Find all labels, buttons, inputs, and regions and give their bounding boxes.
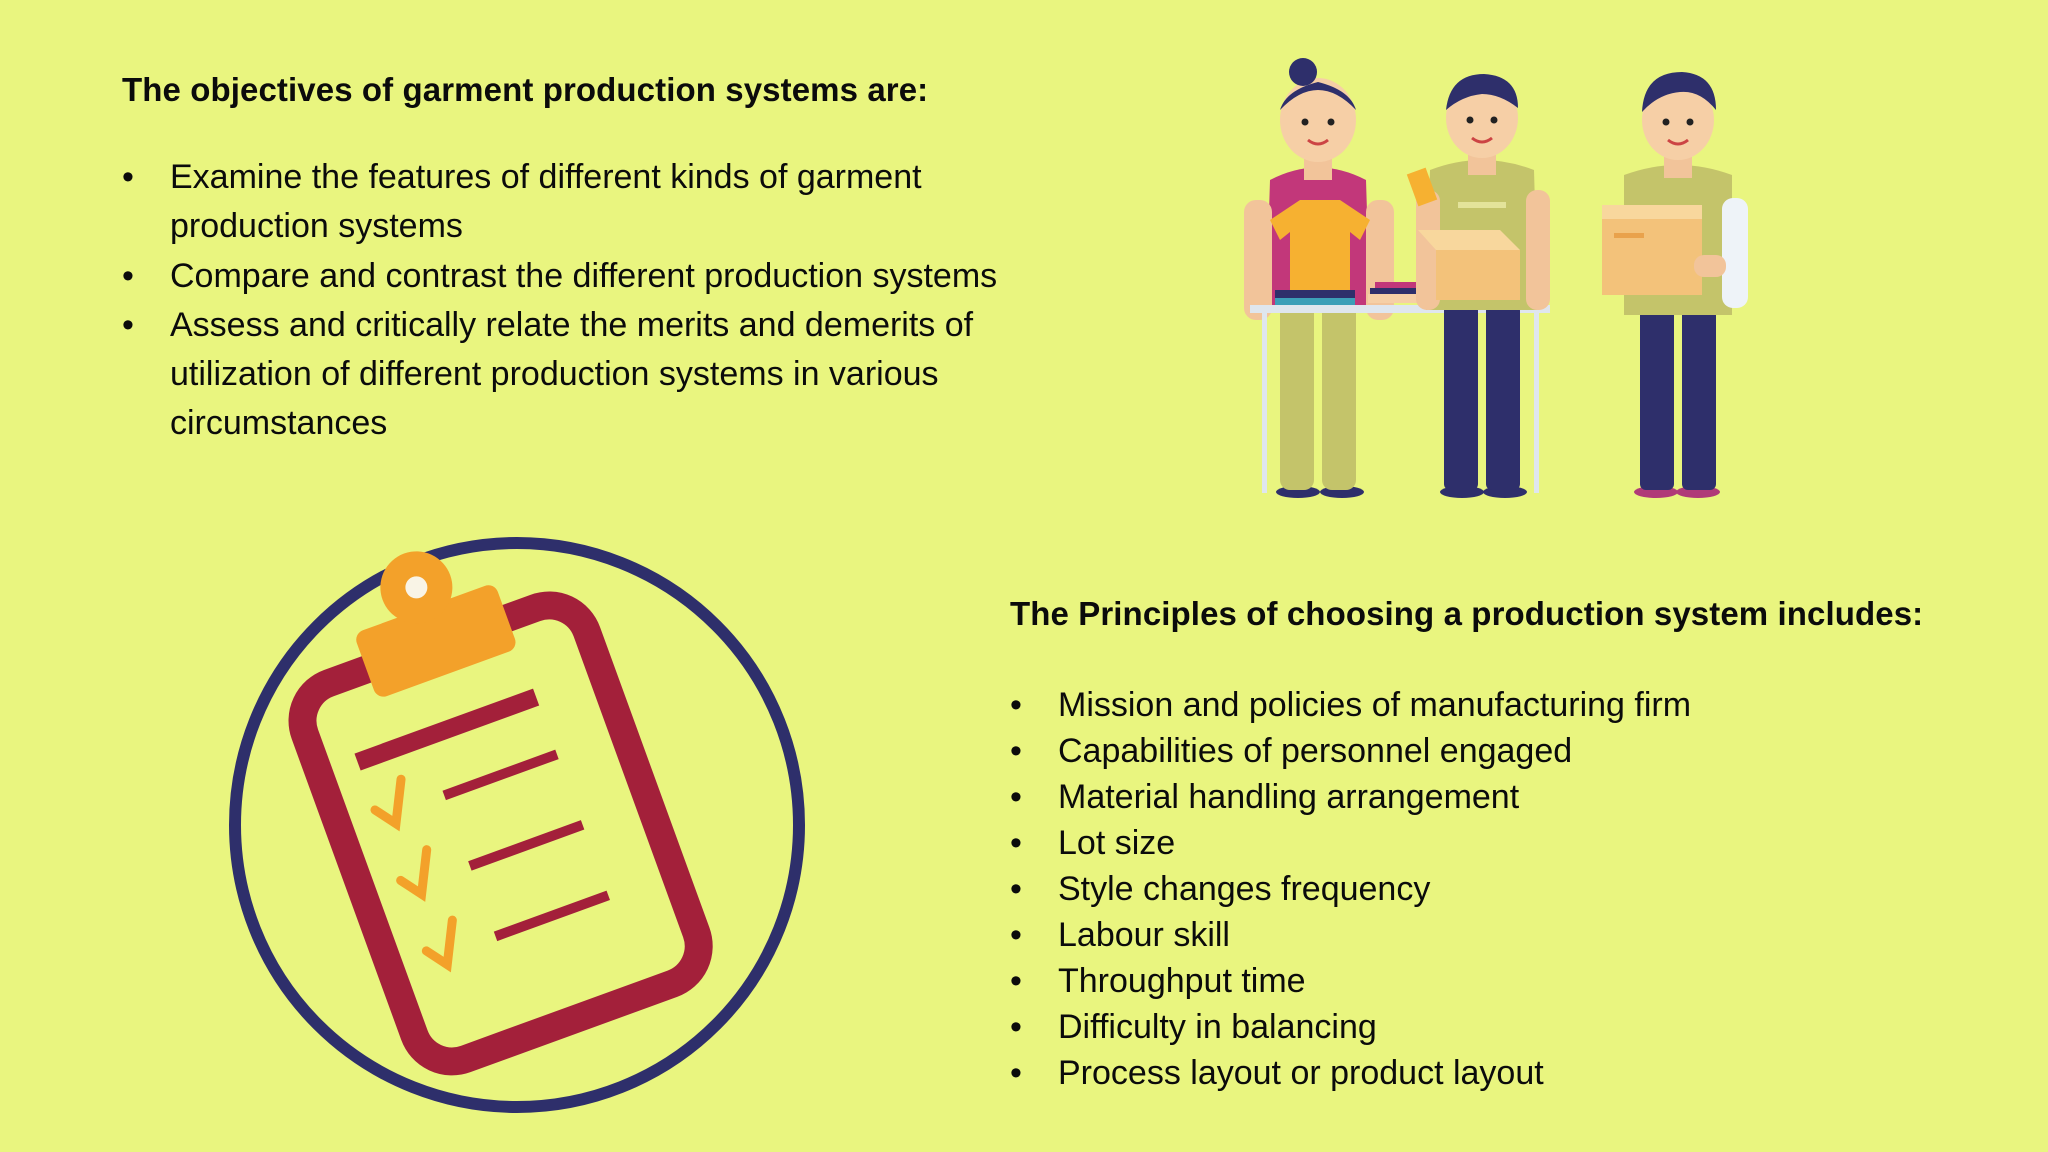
- principle-item: Style changes frequency: [1010, 866, 1990, 912]
- checkmark-icon: [370, 774, 406, 832]
- principle-item: Capabilities of personnel engaged: [1010, 728, 1990, 774]
- clip-icon: [356, 585, 516, 697]
- principle-item: Material handling arrangement: [1010, 774, 1990, 820]
- objectives-heading: The objectives of garment production sys…: [122, 71, 929, 108]
- principle-item: Throughput time: [1010, 958, 1990, 1004]
- objective-item: Assess and critically relate the merits …: [122, 301, 1022, 449]
- garment-workers-illustration: [1244, 58, 1748, 498]
- male-worker-icon: [1406, 74, 1550, 490]
- delivery-worker-icon: [1602, 72, 1748, 490]
- objectives-list: Examine the features of different kinds …: [122, 153, 1022, 449]
- clipboard-icon: [288, 551, 713, 1076]
- woman-worker-icon: [1244, 58, 1394, 490]
- circle-outline: [229, 537, 805, 1113]
- principle-item: Mission and policies of manufacturing fi…: [1010, 682, 1990, 728]
- objective-item: Compare and contrast the different produ…: [122, 252, 1022, 302]
- objective-item: Examine the features of different kinds …: [122, 153, 1022, 252]
- principles-list: Mission and policies of manufacturing fi…: [1010, 682, 1990, 1096]
- principle-item: Difficulty in balancing: [1010, 1004, 1990, 1050]
- principle-item: Lot size: [1010, 820, 1990, 866]
- checkmark-icon: [396, 845, 432, 902]
- principle-item: Labour skill: [1010, 912, 1990, 958]
- principles-heading: The Principles of choosing a production …: [1010, 595, 1924, 632]
- checkmark-icon: [421, 915, 457, 973]
- worktable-icon: [1250, 282, 1550, 493]
- principle-item: Process layout or product layout: [1010, 1050, 1990, 1096]
- checklist-clipboard-icon: [229, 537, 805, 1113]
